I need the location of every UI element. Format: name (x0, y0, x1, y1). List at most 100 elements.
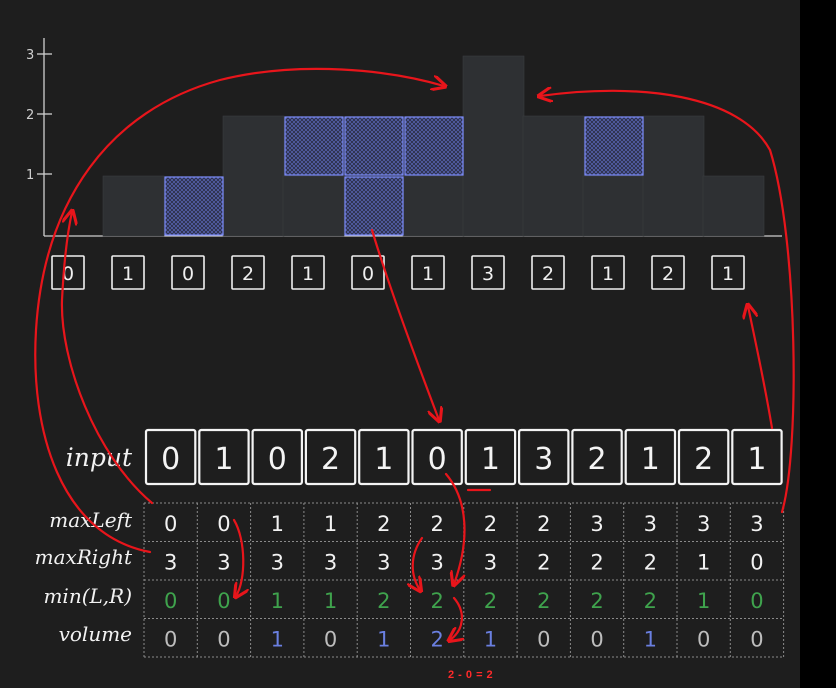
input-value: 3 (534, 442, 553, 477)
water-cell (404, 116, 464, 176)
maxleft-value: 2 (377, 512, 390, 536)
input-cell: 2 (304, 428, 357, 486)
height-box: 1 (411, 255, 445, 290)
arrow-maxleft-to-left (60, 212, 154, 505)
maxright-value: 1 (697, 551, 710, 575)
volume-value: 1 (484, 628, 497, 652)
maxleft-value: 3 (697, 512, 710, 536)
arrow-input-to-min (444, 472, 466, 584)
elevation-bar (702, 175, 765, 237)
volume-value: 0 (217, 628, 230, 652)
maxright-value: 2 (644, 551, 657, 575)
input-value: 0 (161, 442, 180, 477)
water-cell (344, 176, 404, 236)
input-value: 2 (588, 442, 607, 477)
minlr-value: 0 (217, 589, 230, 613)
elevation-bar (462, 55, 525, 237)
minlr-value: 2 (644, 589, 657, 613)
formula-caption: 2 - 0 = 2 (448, 669, 494, 681)
water-cell (584, 116, 644, 176)
height-box-value: 2 (542, 263, 554, 285)
height-box: 2 (231, 255, 265, 290)
minlr-value: 2 (377, 589, 390, 613)
elevation-bar (582, 175, 645, 237)
volume-value: 0 (537, 628, 550, 652)
volume-value: 2 (430, 628, 443, 652)
height-box-value: 2 (242, 263, 254, 285)
input-value: 2 (321, 442, 340, 477)
volume-value: 0 (750, 628, 763, 652)
maxright-value: 3 (217, 551, 230, 575)
input-cell: 1 (624, 428, 677, 486)
input-value: 2 (694, 442, 713, 477)
maxleft-value: 2 (430, 512, 443, 536)
height-box: 0 (171, 255, 205, 290)
height-box-value: 0 (182, 263, 194, 285)
maxright-value: 0 (750, 551, 763, 575)
maxleft-value: 1 (324, 512, 337, 536)
minlr-value: 1 (324, 589, 337, 613)
input-cell: 0 (251, 428, 304, 486)
minlr-value: 2 (484, 589, 497, 613)
volume-value: 0 (590, 628, 603, 652)
maxright-value: 2 (590, 551, 603, 575)
input-cell: 2 (571, 428, 623, 486)
minlr-value: 2 (430, 589, 443, 613)
minlr-value: 0 (164, 589, 177, 613)
elevation-bar (102, 175, 165, 237)
maxleft-value: 2 (537, 512, 550, 536)
elevation-bar (282, 175, 345, 237)
minlr-value: 2 (590, 589, 603, 613)
input-cell: 3 (517, 428, 570, 486)
height-box-value: 1 (122, 263, 134, 285)
maxleft-value: 3 (590, 512, 603, 536)
height-box-value: 3 (482, 263, 494, 285)
maxleft-value: 1 (271, 512, 284, 536)
height-box: 1 (591, 255, 625, 290)
height-box-value: 0 (362, 263, 374, 285)
height-box: 2 (651, 255, 685, 290)
maxleft-value: 2 (484, 512, 497, 536)
height-box: 1 (111, 255, 145, 290)
row-label-maxright: maxRight (35, 545, 133, 569)
maxleft-value: 3 (644, 512, 657, 536)
height-box: 1 (711, 255, 745, 290)
volume-value: 1 (377, 628, 390, 652)
maxleft-value: 0 (164, 512, 177, 536)
y-tick-2: 2 (26, 108, 34, 123)
height-box-value: 2 (662, 263, 674, 285)
row-label-volume: volume (59, 622, 132, 646)
y-axis: 1 2 3 (26, 38, 52, 236)
water-cells (164, 116, 644, 236)
arrow-bar-to-input (370, 228, 439, 420)
input-value: 1 (481, 442, 500, 477)
input-cell: 2 (677, 428, 730, 486)
maxright-value: 2 (537, 551, 550, 575)
row-label-input: input (66, 443, 133, 472)
height-box-value: 1 (302, 263, 314, 285)
right-black-strip (800, 0, 836, 688)
input-value: 1 (747, 442, 766, 477)
maxright-value: 3 (430, 551, 443, 575)
y-tick-1: 1 (26, 168, 34, 183)
maxleft-value: 0 (217, 512, 230, 536)
arrow-maxleft-to-min (234, 518, 243, 596)
height-box: 3 (471, 255, 505, 290)
input-cell: 1 (198, 428, 250, 486)
water-cell (344, 116, 404, 176)
minlr-value: 0 (750, 589, 763, 613)
maxright-value: 3 (164, 551, 177, 575)
input-cell: 0 (411, 428, 463, 486)
arrow-min-to-volume (450, 596, 462, 640)
maxright-value: 3 (324, 551, 337, 575)
elevation-bar (222, 115, 285, 237)
height-box: 2 (531, 255, 565, 290)
height-box: 0 (351, 255, 385, 290)
volume-value: 0 (697, 628, 710, 652)
input-value: 1 (641, 442, 660, 477)
input-value: 0 (268, 442, 287, 477)
input-cell: 0 (144, 428, 197, 486)
maxright-value: 3 (271, 551, 284, 575)
